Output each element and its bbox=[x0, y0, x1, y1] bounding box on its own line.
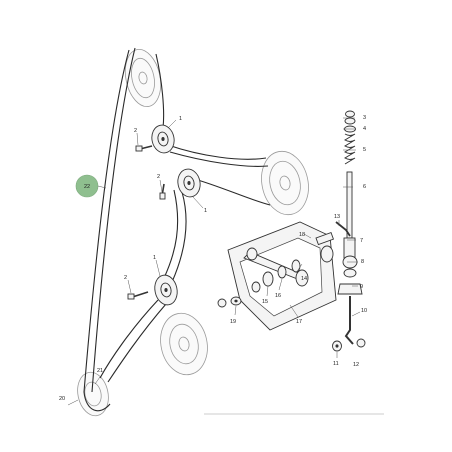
bolt-middle bbox=[159, 183, 166, 200]
callout-14[interactable]: 14 bbox=[301, 276, 307, 282]
callout-bolt-lower[interactable]: 2 bbox=[124, 275, 127, 281]
callout-17[interactable]: 17 bbox=[296, 319, 302, 325]
callout-10[interactable]: 10 bbox=[361, 308, 367, 314]
callout-idler-lower[interactable]: 1 bbox=[153, 255, 156, 261]
washer-and-nut bbox=[217, 296, 242, 308]
idler-pulley-middle bbox=[177, 168, 201, 198]
lower-sheave bbox=[160, 312, 208, 376]
callout-6[interactable]: 6 bbox=[363, 184, 366, 190]
callout-12[interactable]: 12 bbox=[353, 362, 359, 368]
callout-9[interactable]: 9 bbox=[360, 284, 363, 290]
top-sheave bbox=[124, 49, 162, 107]
callout-21[interactable]: 21 bbox=[97, 368, 103, 374]
callout-5[interactable]: 5 bbox=[363, 147, 366, 153]
callout-3[interactable]: 3 bbox=[363, 115, 366, 121]
leader-lines bbox=[67, 117, 361, 406]
bolt-upper bbox=[135, 145, 153, 152]
callout-4[interactable]: 4 bbox=[363, 126, 366, 132]
callout-18[interactable]: 18 bbox=[299, 232, 305, 238]
callout-16[interactable]: 16 bbox=[275, 293, 281, 299]
idler-pulley-lower bbox=[154, 274, 178, 306]
spring-rod-assembly bbox=[332, 110, 366, 352]
callout-7[interactable]: 7 bbox=[360, 238, 363, 244]
callout-idler-upper[interactable]: 1 bbox=[179, 116, 182, 122]
bolt-lower bbox=[127, 291, 149, 300]
shaft-and-bushings bbox=[251, 231, 335, 293]
v-belt bbox=[83, 47, 271, 412]
callout-labels: 22 1 2 2 1 1 2 3 4 5 6 7 8 9 10 11 12 13… bbox=[59, 115, 367, 402]
callout-bolt-middle[interactable]: 2 bbox=[157, 174, 160, 180]
bottom-sheave bbox=[77, 371, 109, 417]
callout-11[interactable]: 11 bbox=[333, 361, 339, 367]
callout-8[interactable]: 8 bbox=[361, 259, 364, 265]
callout-20[interactable]: 20 bbox=[59, 396, 65, 402]
callout-idler-middle[interactable]: 1 bbox=[204, 208, 207, 214]
callout-bolt-upper[interactable]: 2 bbox=[134, 128, 137, 134]
callout-19[interactable]: 19 bbox=[230, 319, 236, 325]
idler-pulley-upper bbox=[151, 124, 175, 154]
right-sheave bbox=[261, 150, 309, 216]
callout-15[interactable]: 15 bbox=[262, 299, 268, 305]
callout-13[interactable]: 13 bbox=[334, 214, 340, 220]
callout-belt[interactable]: 22 bbox=[84, 184, 90, 190]
